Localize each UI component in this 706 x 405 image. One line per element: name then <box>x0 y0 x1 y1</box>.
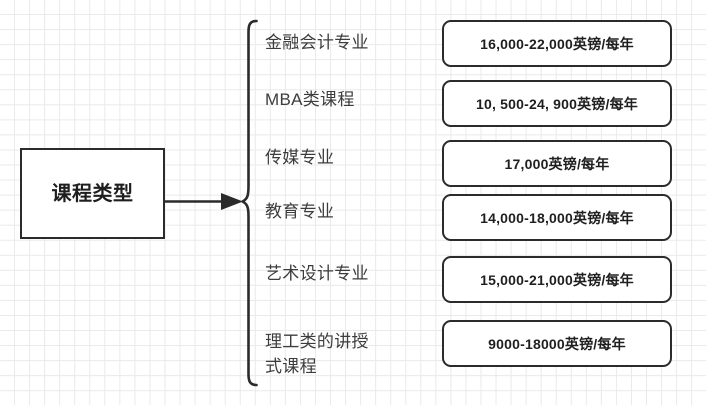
branch-label-3: 传媒专业 <box>265 148 335 167</box>
price-text-2: 10, 500-24, 900英镑/每年 <box>476 95 638 112</box>
price-box-1[interactable]: 16,000-22,000英镑/每年 <box>442 20 672 67</box>
price-box-2[interactable]: 10, 500-24, 900英镑/每年 <box>442 80 672 127</box>
arrow-head-icon <box>221 193 243 210</box>
price-text-5: 15,000-21,000英镑/每年 <box>480 271 634 288</box>
price-text-4: 14,000-18,000英镑/每年 <box>480 209 634 226</box>
branch-label-4: 教育专业 <box>265 202 335 221</box>
price-box-5[interactable]: 15,000-21,000英镑/每年 <box>442 256 672 303</box>
price-text-3: 17,000英镑/每年 <box>504 155 610 172</box>
root-node-course-type[interactable]: 课程类型 <box>20 148 165 239</box>
price-text-1: 16,000-22,000英镑/每年 <box>480 35 634 52</box>
price-box-6[interactable]: 9000-18000英镑/每年 <box>442 320 672 367</box>
branch-label-1: 金融会计专业 <box>265 33 369 52</box>
price-box-4[interactable]: 14,000-18,000英镑/每年 <box>442 194 672 241</box>
curly-brace-icon <box>241 19 258 387</box>
branch-label-2: MBA类课程 <box>265 90 355 109</box>
branch-label-6: 理工类的讲授 式课程 <box>265 332 369 376</box>
price-text-6: 9000-18000英镑/每年 <box>488 335 626 352</box>
branch-label-5: 艺术设计专业 <box>265 264 369 283</box>
root-node-label: 课程类型 <box>51 182 134 205</box>
price-box-3[interactable]: 17,000英镑/每年 <box>442 140 672 187</box>
